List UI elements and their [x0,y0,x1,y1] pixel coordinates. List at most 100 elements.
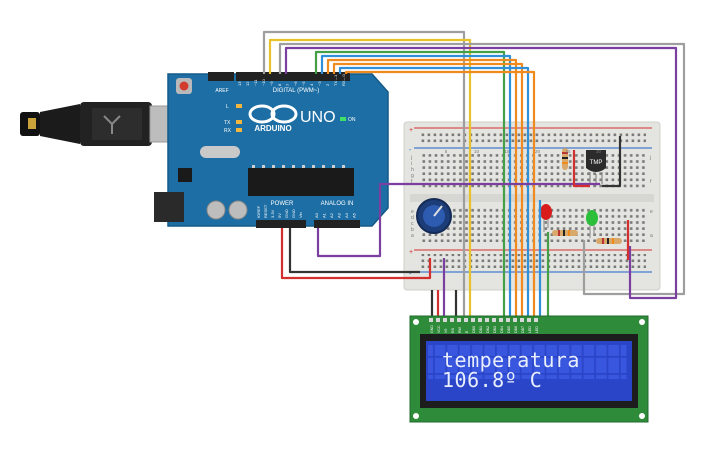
wire-black-bb [602,136,622,188]
lcd-pin-label: V0 [444,329,448,333]
lcd-pin-label: DB5 [507,326,511,333]
digital-pin-label: TX→1 [333,74,338,86]
wire-gray-1 [262,30,466,318]
capacitor-1 [206,200,226,220]
wire-yellow-1 [268,38,472,318]
lcd-line-1: temperatura [442,348,580,372]
digital-pin-label: 13 [237,81,242,86]
lcd-pin-label: LED [535,326,539,333]
digital-pin-label: ~11 [253,79,258,86]
model-label: UNO [300,109,336,126]
lcd-pin-label: RS [451,327,455,333]
row-label-e: e [411,209,414,215]
red-led [540,204,552,232]
aref-label: AREF [215,88,228,94]
lcd-pin-label: DB0 [472,326,476,333]
row-label-c: c [411,221,414,227]
plus-label-bottom: + [409,249,413,256]
capacitor-2 [228,200,248,220]
lcd-pin-header [426,318,544,328]
arduino-logo: ARDUINO [248,104,298,133]
digital-header [236,72,350,81]
power-header-label: POWER [271,201,294,207]
wire-blue-2 [338,66,530,318]
row-label-a: a [411,233,414,239]
analog-pin-label: A1 [322,212,327,218]
power-header [256,220,306,228]
row-label-a-right: a [650,233,653,239]
plus-label-top: + [409,127,413,134]
wire-orange-2 [332,62,524,318]
row-label-j-right: j [649,155,651,161]
row-label-h: h [411,167,414,173]
lcd-pin-label: LED [528,326,532,333]
digital-pin-label: RX←0 [341,73,346,86]
column-number-label: 5 [445,149,448,154]
wire-blue-1 [320,54,512,318]
column-number-label: 15 [504,149,510,154]
digital-pin-label: ~9 [269,81,274,86]
wire-gray-2 [278,42,686,296]
digital-pin-label: ~3 [317,81,322,86]
on-label: ON [348,117,356,123]
brand-label: ARDUINO [254,124,291,133]
lcd-pin-label: VCC [437,325,441,333]
digital-pin-label: ~10 [261,78,266,86]
tx-label: TX [224,120,231,126]
lcd-pin-label: DB2 [486,326,490,333]
column-number-label: 30 [596,149,602,154]
analog-pin-label: A5 [352,212,357,218]
lcd-pin-label: DB4 [500,326,504,333]
temperature-sensor: TMP [586,150,606,186]
digital-pin-label: 2 [325,83,330,86]
arduino-board: DIGITAL (PWM~) AREF ARDUINO UNO ON L TX … [154,72,389,228]
lcd-pin-label: E [465,330,469,333]
row-label-d: d [411,215,414,221]
digital-pin-label: 8 [277,83,282,86]
lcd-pin-label: DB7 [521,326,525,333]
power-pin-label: 3.3V [270,209,275,218]
wire-purple-analog [316,182,600,258]
potentiometer[interactable] [416,198,452,234]
dc-jack [154,192,184,222]
lcd-pin-label: DB3 [493,326,497,333]
power-pin-label: 5V [277,213,282,218]
power-pin-label: Vin [298,212,303,218]
digital-pin-label: 4 [309,83,314,86]
wires [262,30,686,318]
on-led [340,117,346,121]
crystal [200,146,240,158]
digital-pin-label: 12 [245,81,250,86]
row-label-f-right: f [650,179,652,185]
analog-pin-label: A2 [329,212,334,218]
digital-pin-label: ~6 [293,81,298,86]
resistor-red-led [552,230,578,236]
lcd-pin-label: DB1 [479,326,483,333]
row-label-f: f [411,179,413,185]
row-label-j: j [410,155,412,161]
minus-label-bottom: - [409,271,412,278]
column-number-label: 20 [535,149,541,154]
digital-header-label: DIGITAL (PWM~) [273,88,320,94]
column-number-label: 25 [565,149,571,154]
lcd-pin-label: RW [458,326,462,333]
tmp-label: TMP [590,160,603,166]
row-label-b: b [411,227,414,233]
lcd-pin-label: DB6 [514,326,518,333]
analog-pin-label: A3 [337,212,342,218]
wire-purple-1 [284,46,678,300]
wire-black-gnd [288,228,420,274]
minus-label-top: - [409,147,412,154]
power-pin-label: GND [291,209,296,218]
analog-pin-label: A4 [344,212,349,218]
column-number-label: 10 [474,149,480,154]
resistor-green-led [596,238,622,244]
power-pin-label: IOREF [256,205,261,218]
row-label-g: g [411,173,414,179]
digital-pin-label: ~5 [301,81,306,86]
wire-orange-1 [326,58,518,318]
wire-red-bb [572,150,590,188]
resistor-top [562,148,568,170]
